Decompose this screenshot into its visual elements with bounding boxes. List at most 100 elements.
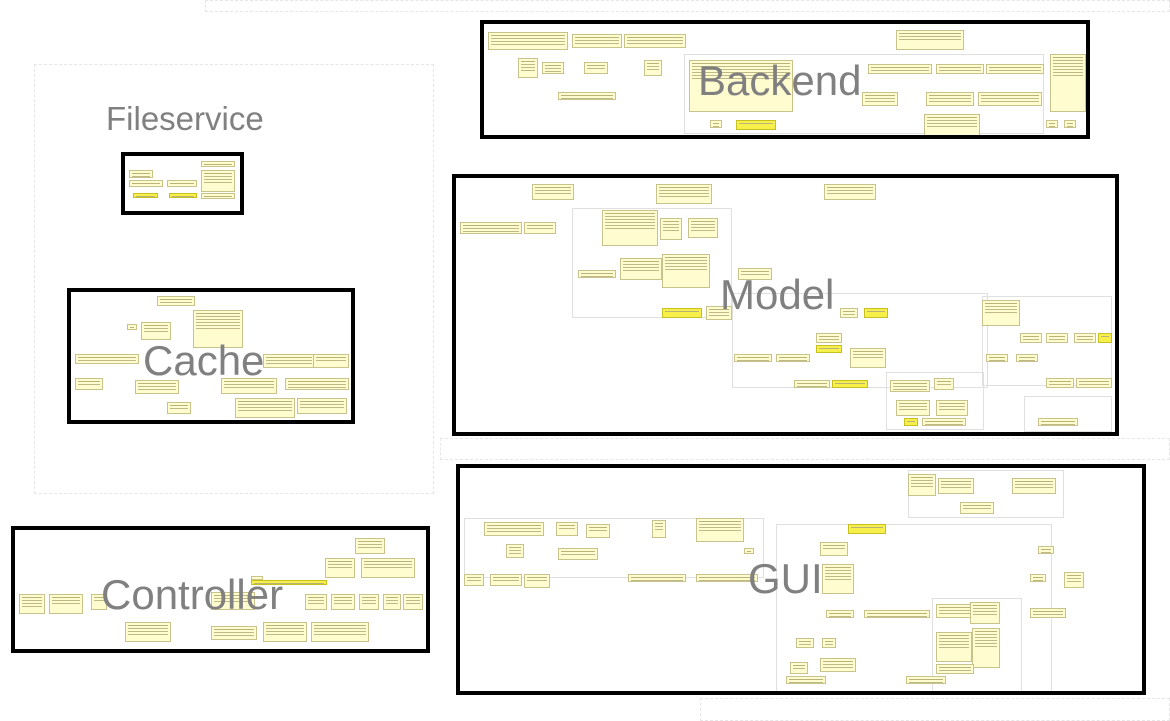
uml-class <box>868 64 932 74</box>
uml-class <box>738 268 772 280</box>
uml-class <box>822 564 854 594</box>
uml-class <box>652 520 666 538</box>
uml-class <box>776 354 810 362</box>
subpackage-frame <box>464 518 764 578</box>
uml-class <box>1030 574 1046 582</box>
subpackage-frame <box>572 208 732 318</box>
controller-package[interactable]: Controller <box>11 526 430 653</box>
uml-class <box>235 398 295 418</box>
cache-package[interactable]: Cache <box>67 288 355 424</box>
uml-class <box>506 544 524 558</box>
uml-class <box>263 622 307 642</box>
uml-class <box>924 114 980 135</box>
model-package[interactable]: Model <box>452 174 1119 436</box>
uml-class <box>524 574 550 588</box>
uml-class <box>986 354 1008 362</box>
uml-class <box>794 380 830 388</box>
uml-class <box>167 180 197 187</box>
uml-class <box>820 542 848 556</box>
uml-class <box>141 322 171 340</box>
uml-class <box>572 34 622 48</box>
uml-class <box>125 622 171 642</box>
uml-class <box>524 222 556 234</box>
uml-class <box>49 594 83 614</box>
uml-class <box>586 524 610 538</box>
uml-class <box>211 592 255 610</box>
uml-class <box>850 348 886 368</box>
uml-class <box>488 32 568 50</box>
uml-class-highlighted <box>662 308 702 318</box>
uml-class <box>359 594 379 610</box>
uml-class <box>1050 54 1086 112</box>
uml-class <box>826 610 854 618</box>
uml-class <box>558 548 598 560</box>
uml-class <box>1064 572 1084 588</box>
uml-class <box>518 58 538 78</box>
uml-class <box>285 378 349 390</box>
uml-class <box>744 548 754 554</box>
uml-class <box>822 638 836 648</box>
uml-class <box>696 518 744 542</box>
uml-class <box>656 184 712 204</box>
uml-class <box>135 380 179 394</box>
uml-class <box>660 218 682 240</box>
uml-class <box>297 398 347 414</box>
uml-class <box>464 574 484 586</box>
uml-class <box>1020 333 1042 343</box>
background-outline <box>34 64 434 494</box>
uml-class <box>938 478 974 494</box>
uml-class <box>1046 333 1068 343</box>
uml-class <box>978 92 1042 106</box>
uml-class <box>936 604 974 618</box>
uml-class <box>1038 418 1078 426</box>
uml-class <box>201 170 235 192</box>
uml-class <box>1012 478 1056 494</box>
uml-class <box>896 400 930 416</box>
uml-class <box>986 64 1044 74</box>
uml-class <box>383 594 401 610</box>
uml-class <box>734 354 772 362</box>
uml-class <box>890 380 930 392</box>
uml-class <box>331 594 355 610</box>
uml-class-highlighted <box>1098 333 1112 343</box>
gui-package[interactable]: GUI <box>456 464 1146 695</box>
uml-class <box>584 62 608 74</box>
uml-class <box>908 474 936 496</box>
fileservice-package-label: Fileservice <box>106 100 264 137</box>
uml-class <box>19 594 45 614</box>
uml-class <box>644 60 662 76</box>
uml-class <box>840 308 858 318</box>
uml-class <box>129 170 153 178</box>
uml-class <box>484 522 544 536</box>
uml-class <box>710 120 722 128</box>
uml-class <box>982 300 1020 326</box>
backend-package-label: Backend <box>698 57 862 104</box>
uml-class <box>862 92 898 106</box>
uml-class <box>490 574 522 586</box>
uml-class <box>91 594 107 610</box>
uml-class <box>263 354 315 368</box>
uml-class <box>1030 608 1066 618</box>
uml-class-highlighted <box>816 345 842 353</box>
uml-class <box>556 522 578 536</box>
uml-class <box>221 378 277 394</box>
background-outline <box>700 698 1170 721</box>
fileservice-package[interactable] <box>121 152 244 215</box>
cache-package-label: Cache <box>143 337 265 384</box>
uml-class <box>251 576 263 580</box>
uml-class <box>922 418 966 426</box>
uml-class <box>1038 546 1054 554</box>
uml-class <box>201 193 235 199</box>
uml-class-highlighted <box>251 580 327 585</box>
uml-class <box>1046 120 1058 128</box>
background-outline <box>205 0 1170 12</box>
uml-class <box>820 658 856 672</box>
uml-class-highlighted <box>904 418 918 426</box>
uml-class <box>325 558 355 578</box>
uml-class <box>1046 378 1074 388</box>
uml-class <box>824 184 876 200</box>
uml-class <box>1016 354 1038 362</box>
uml-class <box>796 638 814 648</box>
background-outline <box>440 438 1170 460</box>
backend-package[interactable]: Backend <box>480 20 1090 139</box>
